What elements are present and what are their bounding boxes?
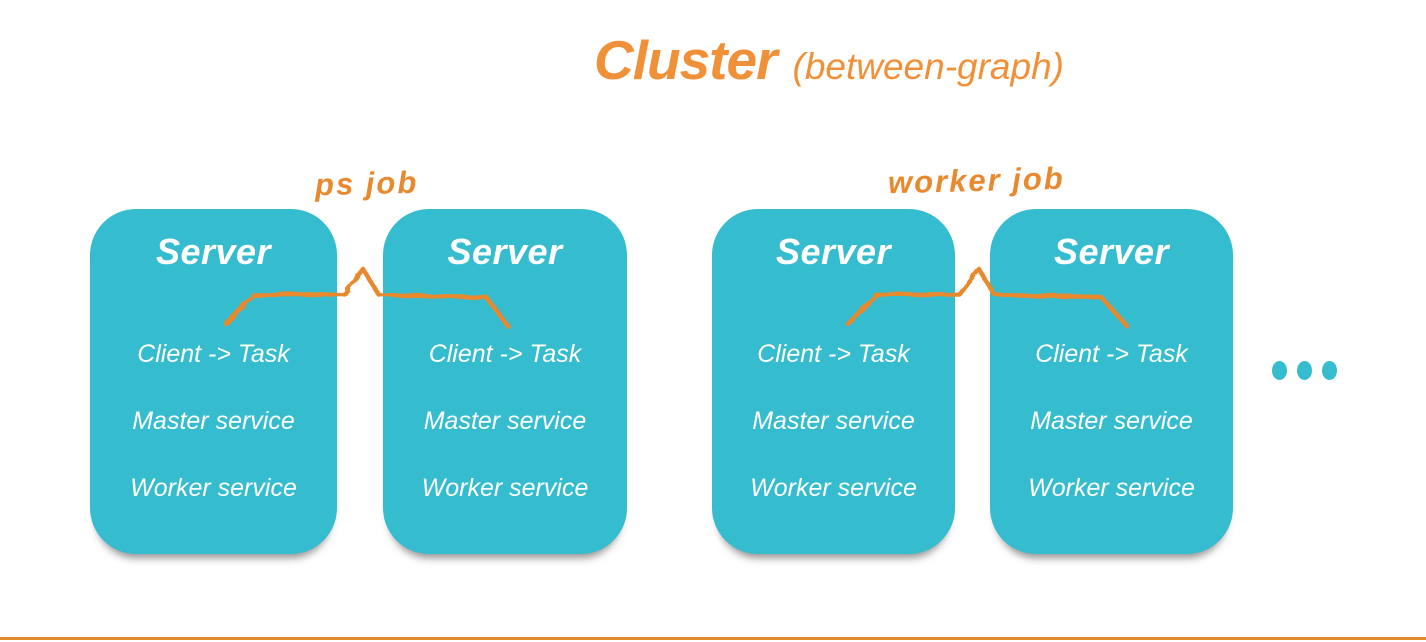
server-box: Server Client -> Task Master service Wor… — [712, 209, 955, 554]
server-box-title: Server — [775, 231, 892, 272]
bottom-divider — [0, 637, 1426, 640]
title-main: Cluster — [594, 29, 777, 91]
server-box-title: Server — [447, 231, 563, 272]
job-label-worker: worker job — [887, 160, 1066, 201]
server-box: Server Client -> Task Master service Wor… — [90, 209, 337, 554]
server-row-client-task: Client -> Task — [137, 340, 290, 368]
server-row-client-task: Client -> Task — [1035, 340, 1188, 368]
ellipsis-dot — [1272, 361, 1287, 380]
server-row-master-service: Master service — [423, 407, 587, 435]
ellipsis-dot — [1297, 361, 1312, 380]
server-row-worker-service: Worker service — [130, 474, 297, 502]
server-row-worker-service: Worker service — [421, 474, 589, 502]
ellipsis-dot — [1322, 361, 1337, 380]
ellipsis-icon — [1272, 361, 1337, 380]
server-box-title: Server — [155, 231, 272, 272]
server-row-worker-service: Worker service — [1028, 474, 1195, 502]
job-label-ps: ps job — [314, 164, 419, 203]
server-row-worker-service: Worker service — [750, 474, 917, 502]
server-row-client-task: Client -> Task — [428, 340, 582, 368]
server-row-master-service: Master service — [1030, 407, 1193, 435]
server-row-master-service: Master service — [132, 407, 295, 435]
server-row-master-service: Master service — [752, 407, 915, 435]
diagram-title: Cluster (between-graph) — [594, 28, 1064, 92]
title-sub: (between-graph) — [792, 46, 1064, 87]
server-box-title: Server — [1053, 231, 1170, 272]
server-box: Server Client -> Task Master service Wor… — [990, 209, 1233, 554]
server-box: Server Client -> Task Master service Wor… — [383, 209, 627, 554]
server-row-client-task: Client -> Task — [757, 340, 910, 368]
